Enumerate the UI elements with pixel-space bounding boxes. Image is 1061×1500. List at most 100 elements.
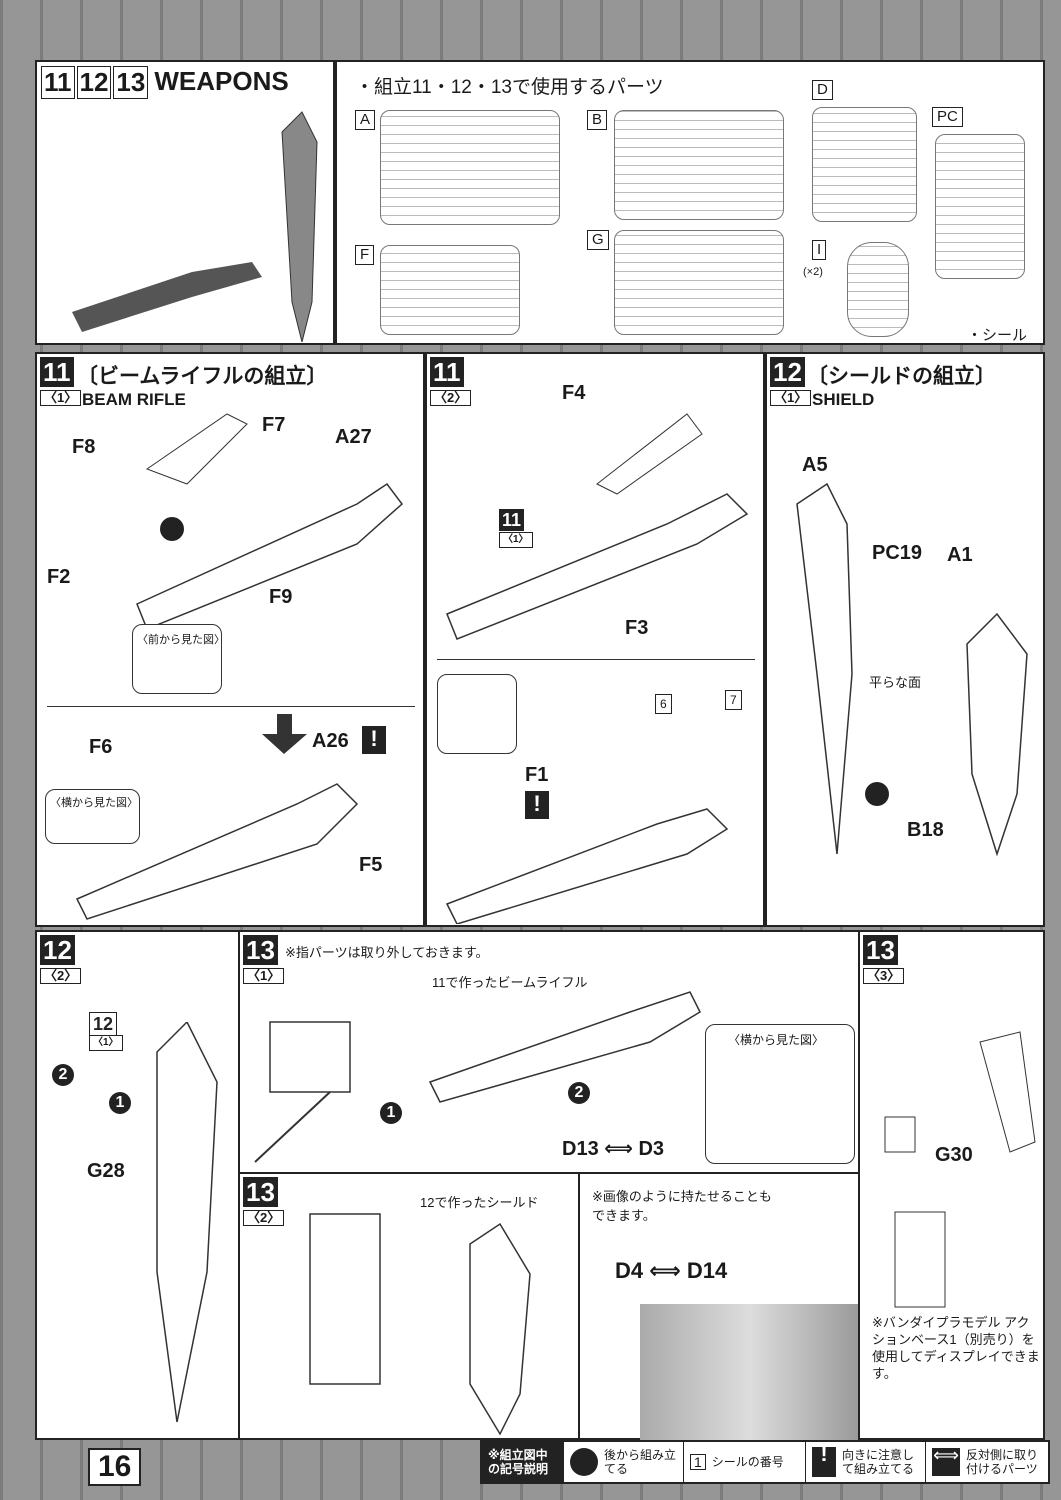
step-number: 13 (863, 935, 898, 965)
runner-a (380, 110, 560, 225)
photo-arm-shield (640, 1304, 860, 1440)
runner-f (380, 245, 520, 335)
part-label: F3 (625, 617, 649, 639)
ref-step: 12 (89, 1012, 118, 1036)
detail-box (437, 674, 517, 754)
part-label: F5 (359, 854, 383, 876)
order-marker: 1 (109, 1092, 131, 1114)
part-label: F2 (47, 566, 71, 588)
photo-panel: ※画像のように持たせることもできます。 D4 ⟺ D14 (578, 1172, 860, 1440)
step-12: 12 (76, 66, 112, 99)
step-11-2-panel: 11 〈2〉 F4 11 〈1〉 F3 6 7 F1 ! (425, 352, 765, 927)
beam-rifle-diagram (136, 413, 404, 624)
runner-i-label: I (812, 240, 827, 260)
part-label: A1 (947, 544, 973, 566)
order-marker: 1 (380, 1102, 402, 1124)
beam-rifle-diagram-2 (75, 714, 359, 920)
substep: 〈1〉 (40, 390, 82, 406)
ref-step: 11 (499, 509, 525, 531)
seal-label: ・シール (967, 327, 1028, 344)
arm-shield-diagram (309, 1213, 531, 1436)
parts-list-panel: ・組立11・12・13で使用するパーツ A B D PC F G I (×2) … (335, 60, 1045, 345)
order-marker: 2 (52, 1064, 74, 1086)
substep: 〈2〉 (243, 1210, 285, 1226)
part-label: F7 (262, 414, 286, 436)
note: ※画像のように持たせることもできます。 (592, 1189, 772, 1223)
note: ※バンダイプラモデル アクションベース1（別売り）を使用してディスプレイできます… (872, 1315, 1040, 1381)
step-title-en: SHIELD (812, 390, 875, 409)
runner-g (614, 230, 784, 335)
legend-item: 反対側に取り付けるパーツ (966, 1448, 1039, 1476)
opposite-side-icon: ⟺ (932, 1446, 960, 1476)
legend-title: ※組立図中の記号説明 (482, 1442, 564, 1482)
part-label: A5 (802, 454, 828, 476)
caution-icon: ! (362, 726, 386, 754)
ref-substep: 〈1〉 (89, 1035, 123, 1051)
part-label: D13 ⟺ D3 (562, 1138, 665, 1160)
part-label: G28 (87, 1160, 125, 1182)
substep: 〈2〉 (40, 968, 82, 984)
beam-rifle-final-diagram (445, 808, 729, 924)
runner-i-qty: (×2) (803, 266, 823, 278)
side-view-label: 〈横から見た図〉 (50, 797, 138, 809)
runner-a-label: A (355, 110, 376, 130)
side-view-box: 〈横から見た図〉 (705, 1024, 855, 1164)
step-12-1-panel: 12 〈1〉 〔シールドの組立〕 SHIELD A5 PC19 A1 平らな面 … (765, 352, 1045, 927)
runner-d-label: D (812, 80, 833, 100)
legend-item: 向きに注意して組み立てる (842, 1448, 915, 1476)
seal-number: 6 (655, 694, 672, 714)
step-numbers: 11 12 13 WEAPONS (41, 66, 289, 99)
step-number: 12 (770, 357, 805, 387)
step-11-1-panel: 11 〈1〉 〔ビームライフルの組立〕 BEAM RIFLE F8 F7 A27… (35, 352, 425, 927)
action-base-diagram (884, 1031, 1036, 1308)
runner-g-label: G (587, 230, 609, 250)
part-label: F6 (89, 736, 113, 758)
section-title: WEAPONS (154, 66, 289, 96)
step-number: 11 (430, 357, 464, 387)
runner-d (812, 107, 917, 222)
substep: 〈1〉 (243, 968, 285, 984)
part-label: F1 (525, 764, 549, 786)
rifle-ref: 11で作ったビームライフル (432, 975, 588, 990)
page-number: 16 (88, 1448, 142, 1486)
divider (47, 706, 415, 707)
step-title-jp: 〔シールドの組立〕 (807, 365, 996, 388)
step-title-en: BEAM RIFLE (82, 390, 186, 409)
front-view-label: 〈前から見た図〉 (137, 634, 225, 646)
shield-diagram (156, 1022, 218, 1423)
beam-rifle-assembly-diagram (446, 413, 749, 640)
runner-i (847, 242, 909, 337)
step-title-jp: 〔ビームライフルの組立〕 (77, 365, 328, 388)
flat-face-label: 平らな面 (869, 675, 922, 690)
order-marker: 2 (568, 1082, 590, 1104)
step-number: 13 (243, 935, 278, 965)
step-number: 12 (40, 935, 75, 965)
assemble-later-icon (570, 1448, 598, 1476)
part-label: PC19 (872, 542, 923, 564)
part-label: F4 (562, 382, 586, 404)
legend-item: 後から組み立てる (604, 1448, 677, 1476)
part-label: F8 (72, 436, 96, 458)
substep: 〈3〉 (863, 968, 905, 984)
note: ※指パーツは取り外しておきます。 (285, 945, 489, 960)
weapons-header-panel: 11 12 13 WEAPONS (35, 60, 335, 345)
runner-pc-label: PC (932, 107, 963, 127)
step-13: 13 (113, 66, 149, 99)
part-label: A27 (335, 426, 372, 448)
step-11: 11 (41, 66, 75, 99)
substep: 〈2〉 (430, 390, 472, 406)
shield-ref: 12で作ったシールド (420, 1195, 539, 1210)
front-view-box: 〈前から見た図〉 (132, 624, 225, 694)
ref-substep: 〈1〉 (499, 532, 533, 548)
runner-b-label: B (587, 110, 608, 130)
part-label: G30 (935, 1144, 973, 1166)
substep: 〈1〉 (770, 390, 812, 406)
seal-number: 7 (725, 690, 742, 710)
step-number: 11 (40, 357, 74, 387)
step-13-3-panel: 13 〈3〉 G30 ※バンダイプラモデル アクションベース1（別売り）を使用し… (858, 930, 1045, 1440)
runner-f-label: F (355, 245, 375, 265)
step-13-1-panel: 13 〈1〉 ※指パーツは取り外しておきます。 11で作ったビームライフル 〈横… (238, 930, 860, 1175)
part-label: F9 (269, 586, 293, 608)
step-number: 13 (243, 1177, 278, 1207)
